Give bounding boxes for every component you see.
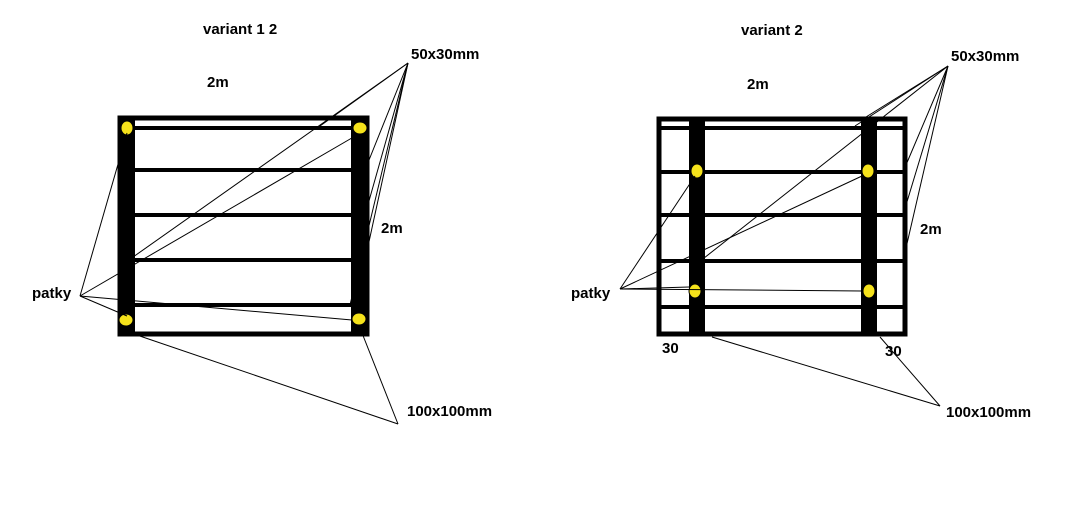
leader-batten-b [125,62,409,263]
leader-footing-a [619,175,696,290]
post-right [351,116,368,336]
leader-batten-f [854,65,949,127]
leader-batten-e [364,62,409,261]
variant-right-post-label: 100x100mm [946,404,1031,421]
variant-left-height-label: 2m [381,220,403,237]
leader-batten-c [902,65,949,173]
leader-footing-b [79,295,128,317]
post-left [689,118,705,336]
leader-footing-a [79,132,128,297]
footings [118,120,368,327]
variant-left-batten-label: 50x30mm [411,46,479,63]
leader-batten-c [364,62,409,171]
leader-post-b [361,332,399,425]
post-left [118,116,135,336]
leader-batten-d [902,65,949,216]
leader-batten-d [364,62,409,216]
variant-left-width-label: 2m [207,74,229,91]
leader-batten-f [349,62,409,306]
leader-footing-c [619,288,863,292]
footing-top-right [352,121,368,135]
leader-lines [619,65,949,407]
variant-right-height-label: 2m [920,221,942,238]
leader-footing-c [79,295,353,321]
variant-left: variant 1 2 2m 2m 50x30mm 100x100mm patk… [32,21,492,425]
footing-bottom-right [351,312,367,326]
leader-post-a [711,336,941,407]
variant-right-overhang-left-label: 30 [662,340,679,357]
variant-left-post-label: 100x100mm [407,403,492,420]
footing-lower-left [688,283,702,299]
leader-batten-e [902,65,949,262]
footing-lower-right [862,283,876,299]
leader-footing-d [79,134,358,297]
variant-right-footing-label: patky [571,285,611,302]
variant-right-batten-label: 50x30mm [951,48,1019,65]
leader-post-b [879,336,941,407]
footing-top-left [120,120,134,136]
leader-lines [79,62,409,425]
variant-left-footing-label: patky [32,285,72,302]
footings [688,163,876,299]
variant-right-title: variant 2 [741,22,803,39]
variant-right-overhang-right-label: 30 [885,343,902,360]
variant-left-title: variant 1 2 [203,21,277,38]
footing-upper-right [861,163,875,179]
leader-batten-b [698,65,949,263]
variant-right-width-label: 2m [747,76,769,93]
frame-outline [656,116,908,337]
footing-bottom-left [118,313,134,327]
post-right [861,118,877,336]
leader-footing-d [619,175,863,290]
battens [120,126,367,307]
variant-right: variant 2 2m 2m 50x30mm 100x100mm patky … [571,22,1031,421]
leader-post-a [127,331,399,425]
footing-upper-left [690,163,704,179]
